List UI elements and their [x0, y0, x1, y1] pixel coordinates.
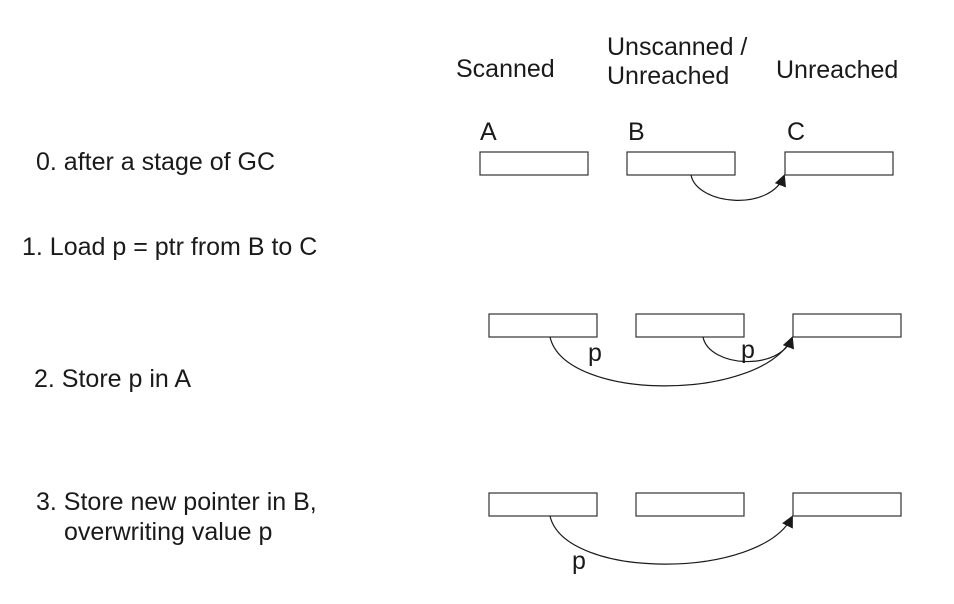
row3-pointer-a-to-c: [549, 515, 793, 565]
row0-object-c: [784, 151, 894, 176]
object-label-b: B: [628, 118, 645, 146]
step-3-label-line2: overwriting value p: [64, 518, 273, 546]
row0-object-b: [626, 151, 736, 176]
row3-object-b: [635, 492, 745, 517]
step-3-label-line1: 3. Store new pointer in B,: [36, 488, 317, 516]
row3-object-a: [488, 492, 598, 517]
step-1-label: 1. Load p = ptr from B to C: [22, 233, 318, 261]
row3-pointer-label-a: p: [572, 547, 586, 575]
row2-object-b: [635, 313, 745, 338]
row2-pointer-a-to-c: [549, 336, 793, 387]
column-header-unscanned-line1: Unscanned /: [607, 33, 748, 61]
object-label-a: A: [480, 118, 497, 146]
step-2-label: 2. Store p in A: [34, 365, 192, 393]
row2-object-c: [792, 313, 902, 338]
column-header-unscanned-line2: Unreached: [607, 62, 730, 90]
column-header-scanned: Scanned: [456, 55, 555, 83]
row2-object-a: [488, 313, 598, 338]
object-label-c: C: [787, 118, 806, 146]
row0-pointer-b-to-c: [690, 174, 786, 201]
step-0-label: 0. after a stage of GC: [36, 148, 276, 176]
column-header-unreached: Unreached: [776, 56, 899, 84]
row2-pointer-label-a: p: [588, 339, 602, 367]
row2-pointer-label-b: p: [741, 336, 755, 364]
row3-object-c: [792, 492, 902, 517]
row0-object-a: [479, 151, 589, 176]
